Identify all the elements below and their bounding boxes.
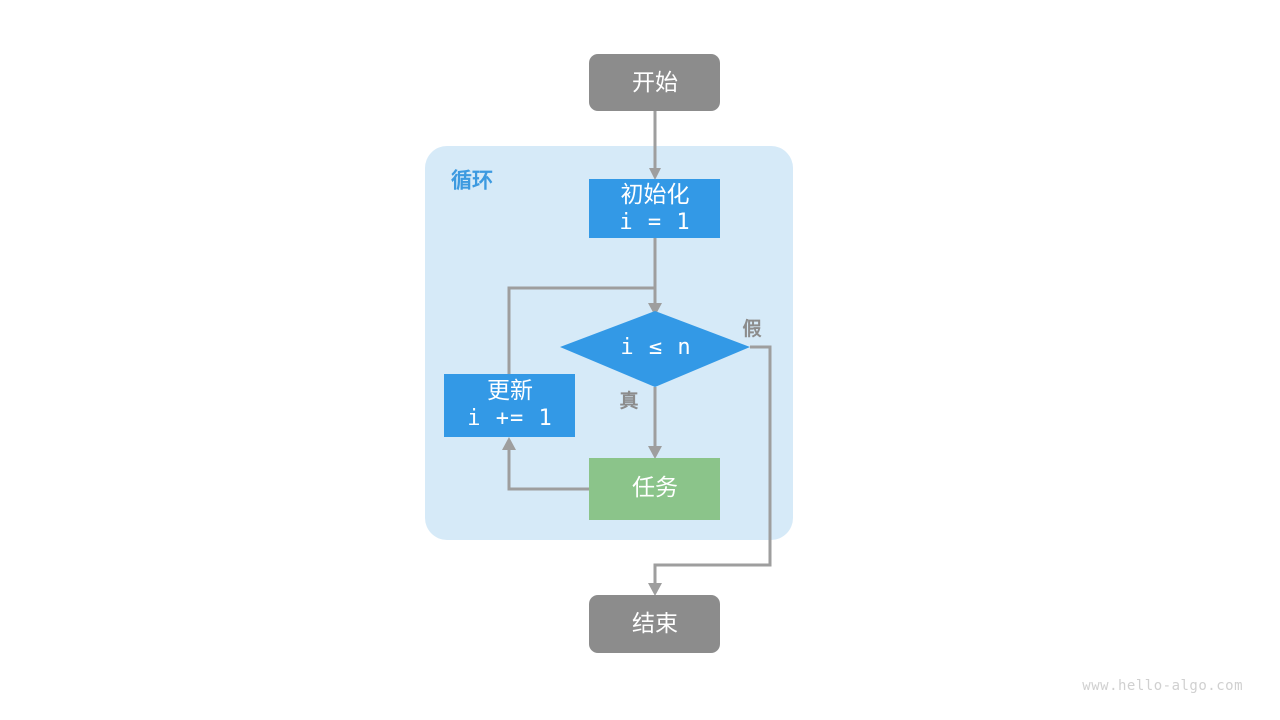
node-init: 初始化 i = 1 [589, 179, 720, 238]
node-end: 结束 [589, 595, 720, 653]
node-start-label: 开始 [632, 69, 678, 95]
node-condition: i ≤ n [560, 311, 750, 387]
edge-condition-false-to-end [653, 345, 772, 588]
node-init-label-line2: i = 1 [619, 210, 690, 235]
node-task-shape [589, 458, 720, 520]
arrowhead-condition-to-task [648, 446, 662, 459]
watermark: www.hello-algo.com [1082, 678, 1243, 694]
node-update: 更新 i += 1 [444, 374, 575, 437]
node-condition-label: i ≤ n [620, 335, 691, 360]
loop-group-label: 循环 [451, 169, 493, 193]
node-start: 开始 [589, 54, 720, 111]
node-init-label-line1: 初始化 [621, 181, 690, 207]
arrowhead-start-to-init [649, 168, 661, 180]
edge-label-true: 真 [619, 389, 638, 412]
edge-update-to-condition [507, 286, 655, 374]
node-task: 任务 [589, 458, 720, 520]
edge-task-to-update [507, 445, 589, 491]
arrowhead-false-to-end [648, 583, 662, 596]
arrowhead-init-to-condition [648, 303, 662, 316]
node-condition-shape [560, 311, 750, 387]
node-task-label: 任务 [632, 474, 678, 500]
node-update-label-line2: i += 1 [467, 406, 552, 431]
node-end-label: 结束 [632, 610, 678, 636]
node-update-shape [444, 374, 575, 437]
node-init-shape [589, 179, 720, 238]
arrowhead-task-to-update [502, 437, 516, 450]
node-end-shape [589, 595, 720, 653]
edge-label-false: 假 [742, 317, 761, 340]
node-update-label-line1: 更新 [487, 377, 533, 403]
node-start-shape [589, 54, 720, 111]
